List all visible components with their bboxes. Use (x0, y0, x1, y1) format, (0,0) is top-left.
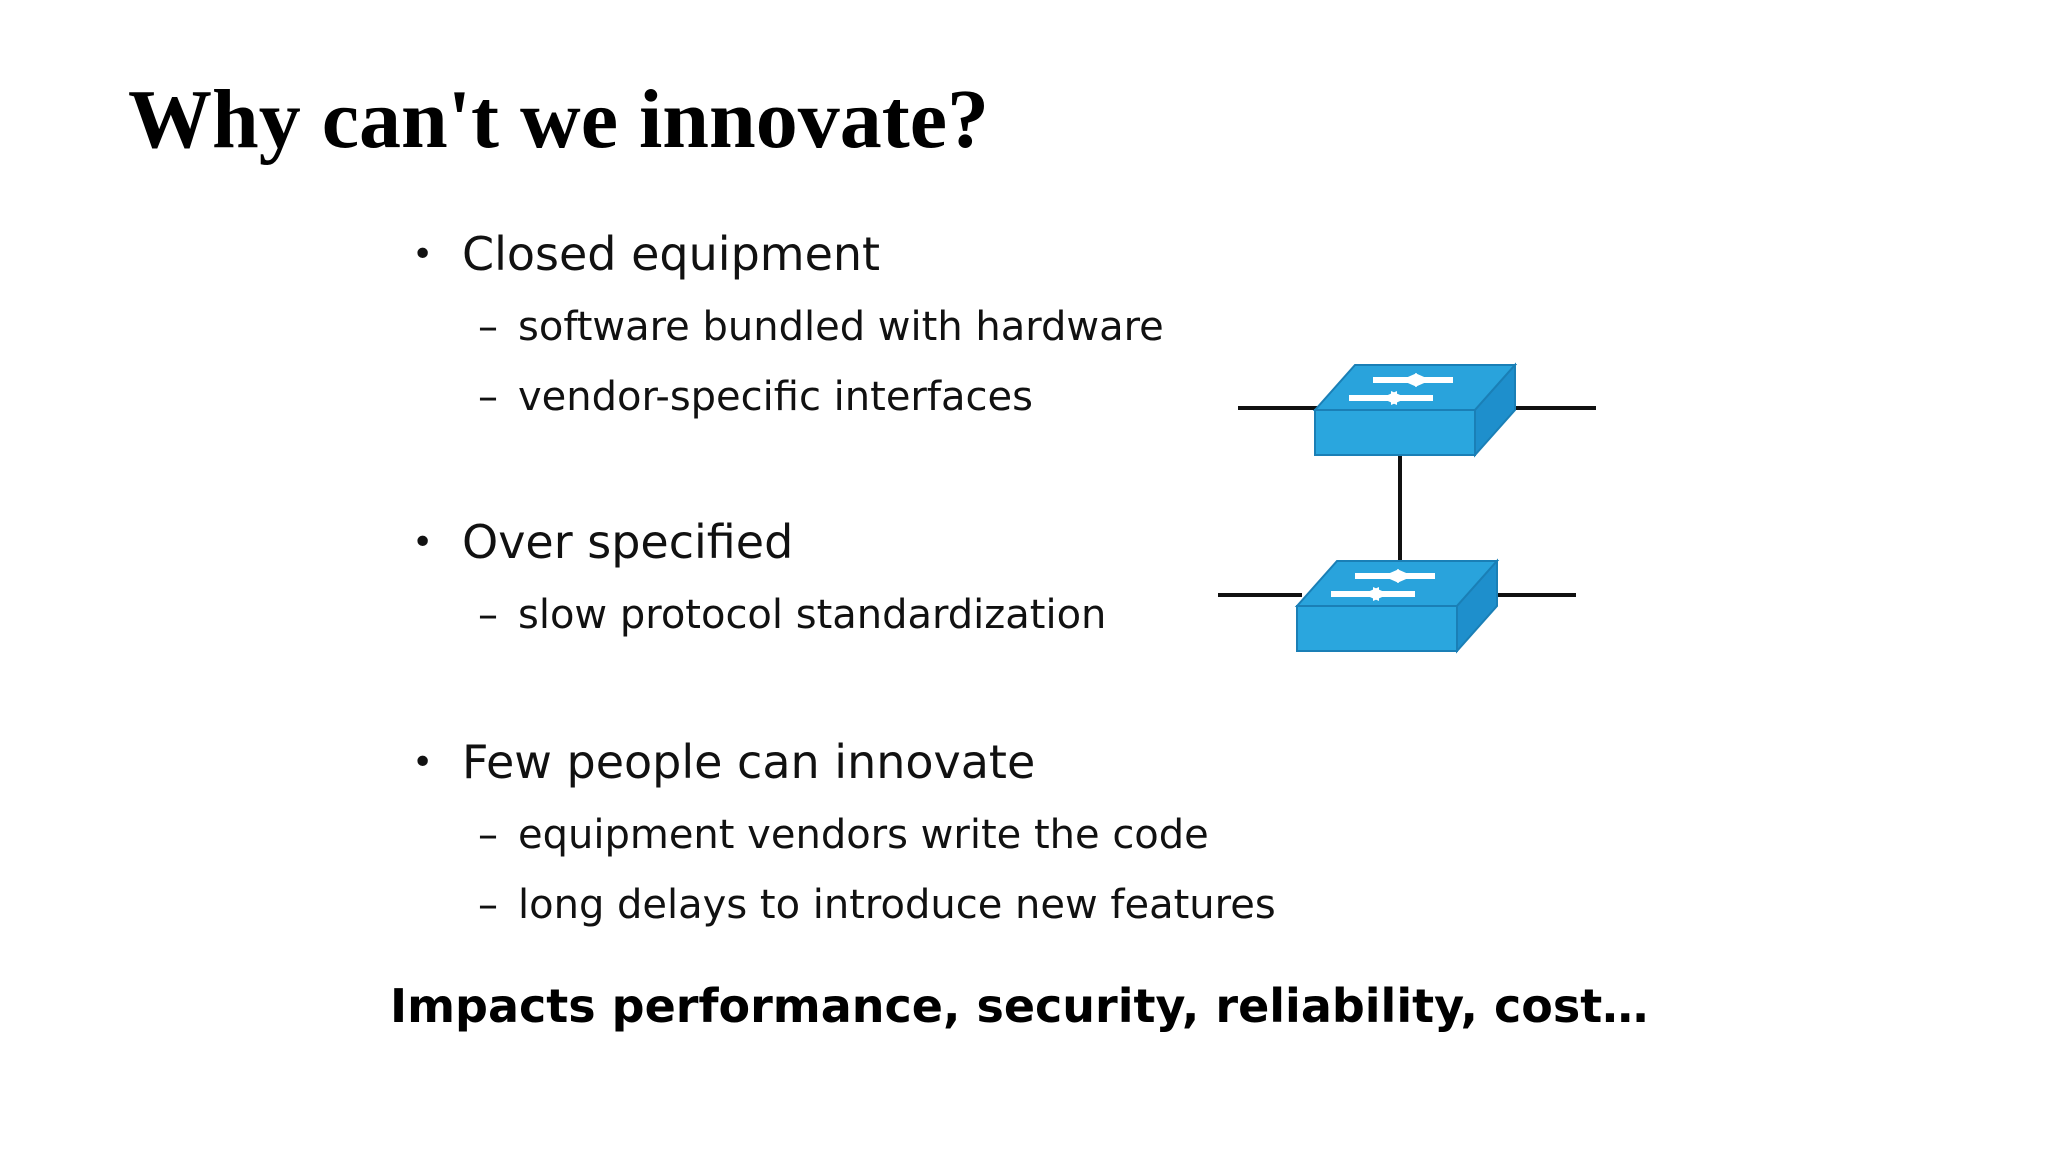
bullet-dot: • (412, 742, 434, 783)
subitem-vendors-write-code: –equipment vendors write the code (478, 810, 1209, 860)
slide-title: Why can't we innovate? (128, 73, 989, 166)
sub-dash: – (478, 374, 498, 420)
sub-dash: – (478, 592, 498, 638)
bullet-few-people: • Few people can innovate (412, 734, 1035, 791)
subitem-text: long delays to introduce new features (518, 882, 1276, 928)
subitem-text: slow protocol standardization (518, 592, 1107, 638)
sub-dash: – (478, 882, 498, 928)
conclusion-text: Impacts performance, security, reliabili… (390, 979, 1649, 1033)
bullet-dot: • (412, 234, 434, 275)
bullet-text: Closed equipment (462, 227, 881, 281)
subitem-slow-standardization: –slow protocol standardization (478, 590, 1106, 640)
subitem-software-bundled: –software bundled with hardware (478, 302, 1164, 352)
switch-diagram (1218, 364, 1596, 652)
sub-dash: – (478, 304, 498, 350)
bullet-text: Over specified (462, 515, 794, 569)
subitem-text: equipment vendors write the code (518, 812, 1209, 858)
subitem-text: software bundled with hardware (518, 304, 1164, 350)
network-switch-icon (1314, 364, 1516, 456)
bullet-closed-equipment: • Closed equipment (412, 226, 880, 283)
subitem-text: vendor-specific interfaces (518, 374, 1033, 420)
bullet-dot: • (412, 522, 434, 563)
subitem-vendor-interfaces: –vendor-specific interfaces (478, 372, 1033, 422)
bullet-over-specified: • Over specified (412, 514, 793, 571)
subitem-long-delays: –long delays to introduce new features (478, 880, 1276, 930)
network-switch-icon (1296, 560, 1498, 652)
bullet-text: Few people can innovate (462, 735, 1036, 789)
sub-dash: – (478, 812, 498, 858)
